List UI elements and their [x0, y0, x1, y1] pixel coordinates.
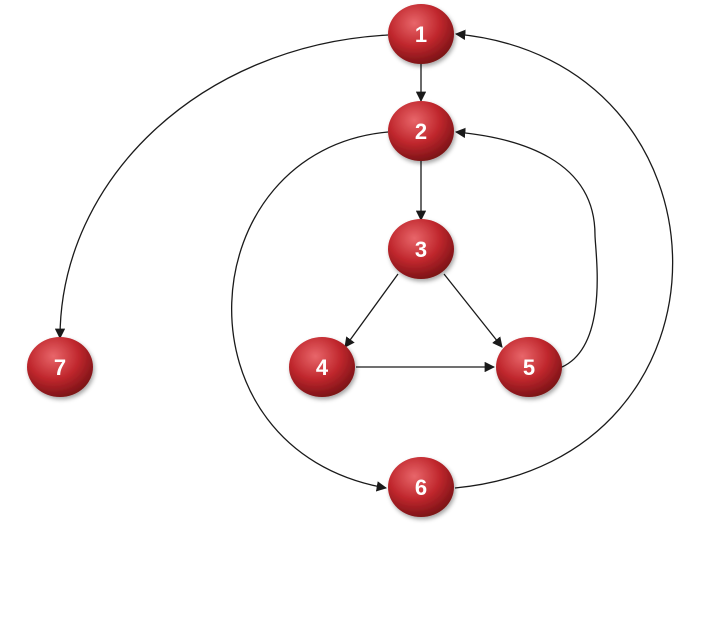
edge-5-to-2 — [454, 127, 598, 368]
edge-2-to-6 — [231, 131, 389, 492]
edge-3-to-5 — [443, 273, 503, 348]
edge-3-to-4 — [344, 273, 399, 348]
node-5-label: 5 — [523, 355, 535, 380]
node-2-label: 2 — [415, 119, 427, 144]
node-7-label: 7 — [54, 355, 66, 380]
node-5: 5 — [496, 337, 562, 397]
node-3-label: 3 — [415, 237, 427, 262]
node-3: 3 — [388, 219, 454, 279]
node-6-label: 6 — [415, 475, 427, 500]
node-4-label: 4 — [316, 355, 329, 380]
node-6: 6 — [388, 457, 454, 517]
node-2: 2 — [388, 101, 454, 161]
edges-layer — [54, 29, 674, 492]
edge-6-to-1 — [454, 29, 674, 489]
node-7: 7 — [27, 337, 93, 397]
node-1-label: 1 — [415, 22, 427, 47]
node-4: 4 — [289, 337, 355, 397]
nodes-layer: 1 2 3 4 5 6 7 — [27, 4, 562, 517]
edge-1-to-7 — [54, 34, 389, 340]
node-1: 1 — [388, 4, 454, 64]
